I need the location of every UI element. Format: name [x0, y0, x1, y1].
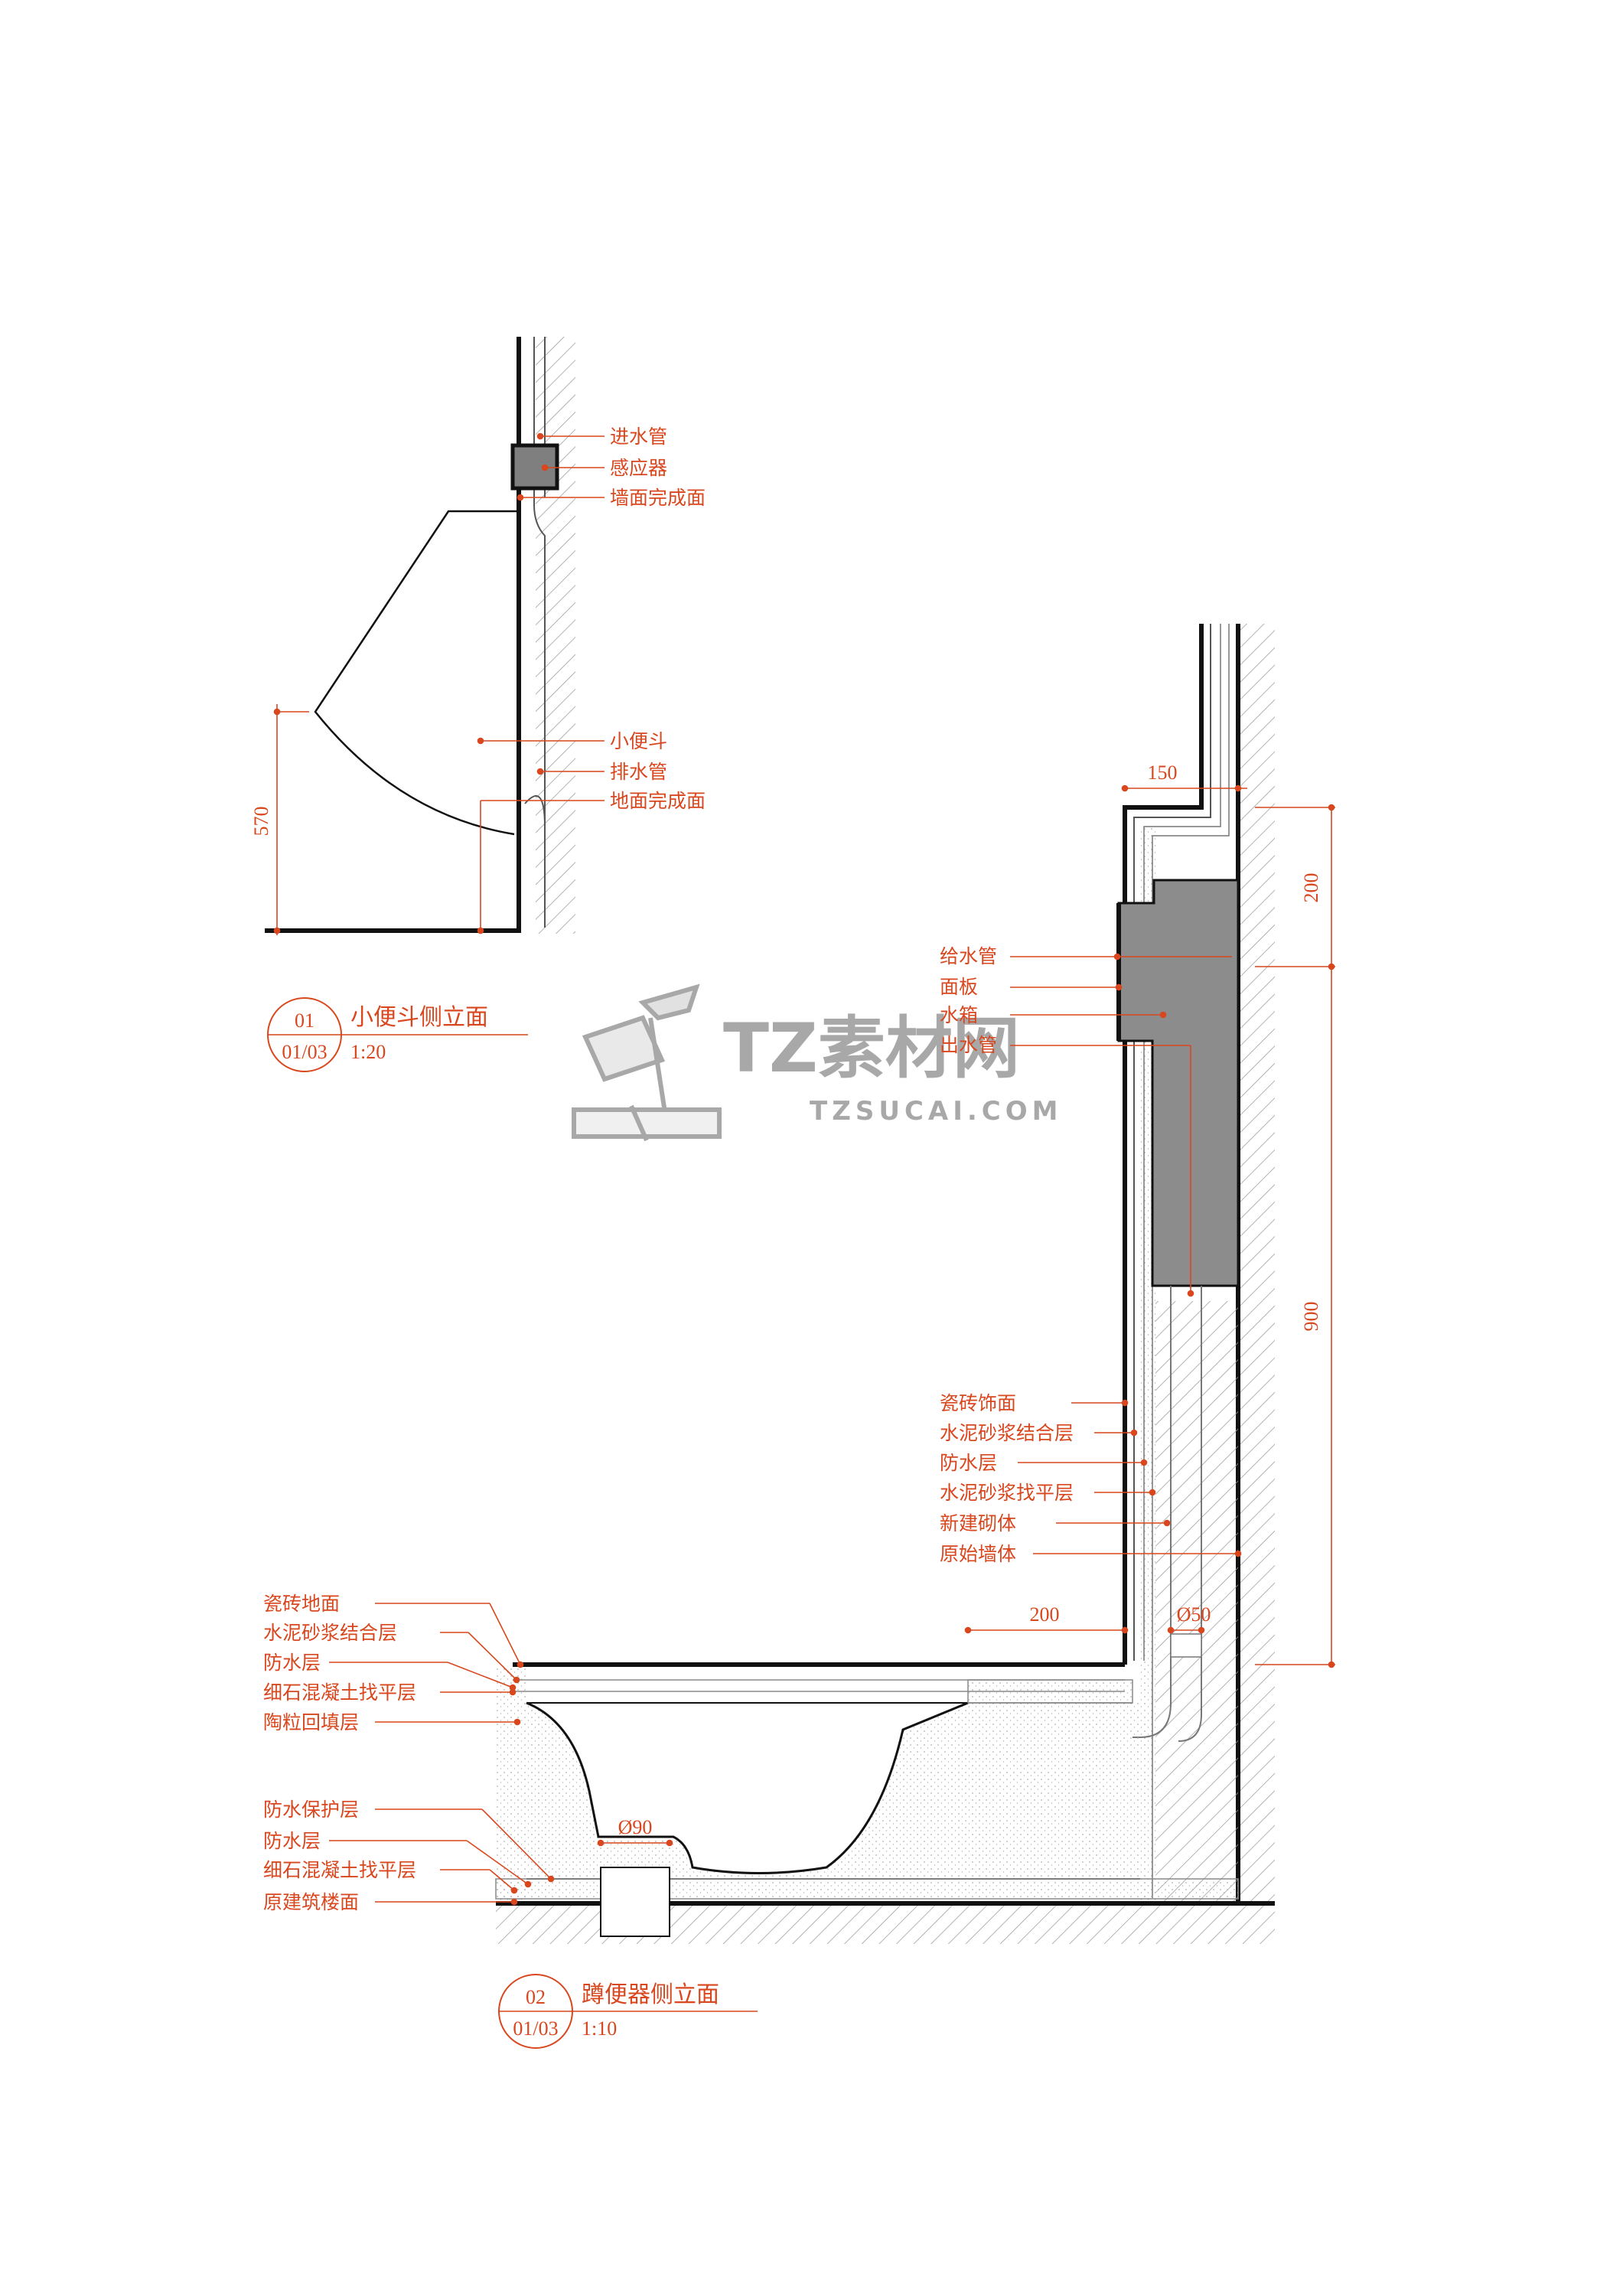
urinal-bowl	[314, 510, 519, 836]
urinal-title-sheet: 01/03	[282, 1041, 327, 1063]
label-original-wall: 原始墙体	[940, 1543, 1016, 1565]
label-ceramsite-fill: 陶粒回填层	[263, 1711, 359, 1733]
label-waterproof-protect: 防水保护层	[263, 1799, 359, 1821]
label-drain-pipe: 排水管	[610, 761, 667, 783]
urinal-inlet-pipe	[533, 337, 546, 928]
urinal-sensor	[510, 443, 559, 491]
squat-title-number: 02	[526, 1986, 546, 2008]
label-floor-waterproof-2: 防水层	[263, 1830, 321, 1852]
squat-title-scale: 1:10	[582, 2017, 617, 2040]
cistern	[1117, 879, 1240, 1287]
squat-title-name: 蹲便器侧立面	[582, 1981, 719, 2008]
new-masonry-hatch	[1155, 1301, 1238, 1906]
watermark: TZ素材网 TZSUCAI.COM	[572, 983, 1062, 1142]
label-waterproof: 防水层	[940, 1452, 997, 1474]
label-floor-waterproof: 防水层	[263, 1652, 321, 1674]
label-outlet-pipe: 出水管	[940, 1034, 997, 1056]
label-mortar-level: 水泥砂浆找平层	[940, 1482, 1074, 1504]
watermark-logo-icon	[572, 983, 722, 1142]
floor-layers-left	[496, 1667, 526, 1900]
squat-title-sheet: 01/03	[513, 2017, 558, 2040]
label-new-masonry: 新建砌体	[940, 1512, 1016, 1534]
urinal-title-block: 01 01/03 小便斗侧立面 1:20	[267, 997, 528, 1072]
dim-top-width: 150	[1148, 762, 1178, 784]
label-cistern: 水箱	[940, 1004, 978, 1026]
watermark-url: TZSUCAI.COM	[810, 1096, 1062, 1127]
label-fine-concrete-2: 细石混凝土找平层	[263, 1859, 416, 1881]
label-sensor: 感应器	[610, 457, 667, 479]
label-wall-finish: 墙面完成面	[610, 487, 706, 509]
label-floor-mortar-bond: 水泥砂浆结合层	[263, 1622, 397, 1644]
drain-outlet	[600, 1867, 670, 1937]
wall-finish-line	[1123, 624, 1204, 1665]
label-original-slab: 原建筑楼面	[263, 1891, 359, 1913]
label-supply-pipe: 给水管	[940, 945, 997, 967]
urinal-title-name: 小便斗侧立面	[350, 1004, 488, 1031]
dim-pipe-dia-90: Ø90	[618, 1816, 653, 1838]
squat-pan	[526, 1701, 969, 1874]
label-urinal: 小便斗	[610, 730, 667, 752]
original-wall-hatch	[1238, 624, 1275, 1902]
urinal-title-number: 01	[295, 1009, 314, 1032]
dim-floor-offset: 200	[1030, 1603, 1060, 1626]
dim-tank-height: 900	[1300, 1302, 1322, 1332]
squat-toilet-elevation: 给水管 面板 水箱 出水管 瓷砖饰面 水泥砂浆结合层 防水层 水泥砂浆找平层 新…	[263, 624, 1335, 2049]
label-floor-finish: 地面完成面	[610, 790, 706, 812]
outlet-pipe	[1133, 1286, 1172, 1738]
label-tile-finish: 瓷砖饰面	[940, 1392, 1016, 1414]
urinal-elevation: 进水管 感应器 墙面完成面 小便斗 排水管 地面完成面 570 01 01/03…	[250, 337, 706, 1072]
label-inlet-pipe: 进水管	[610, 426, 667, 448]
watermark-brand: TZ素材网	[723, 1009, 1020, 1088]
squat-title-block: 02 01/03 蹲便器侧立面 1:10	[498, 1974, 758, 2049]
label-panel: 面板	[940, 976, 978, 998]
urinal-wall-hatch	[536, 337, 575, 934]
label-fine-concrete: 细石混凝土找平层	[263, 1681, 416, 1704]
dim-urinal-height: 570	[250, 807, 272, 837]
urinal-title-scale: 1:20	[350, 1041, 386, 1063]
dim-top-height: 200	[1300, 873, 1322, 903]
label-mortar-bond: 水泥砂浆结合层	[940, 1422, 1074, 1444]
dim-pipe-dia-50: Ø50	[1177, 1603, 1211, 1626]
label-tile-floor: 瓷砖地面	[263, 1593, 340, 1615]
urinal-drain-pipe	[524, 795, 546, 928]
